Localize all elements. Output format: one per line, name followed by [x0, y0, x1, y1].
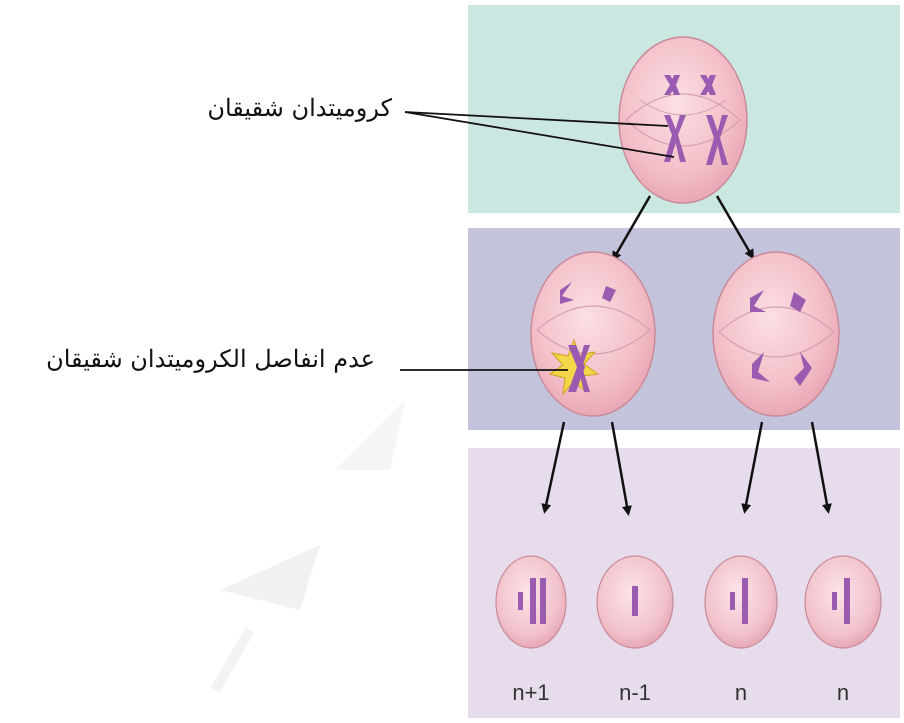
- cell-label: n: [735, 680, 747, 705]
- cell-label: n: [837, 680, 849, 705]
- background-watermark: [215, 400, 405, 690]
- cell-label: n-1: [619, 680, 651, 705]
- nondisjunction-cell: [531, 252, 655, 416]
- parent-cell: [619, 37, 747, 203]
- normal-meiosis-ii-cell: [713, 252, 839, 416]
- cell-label: n+1: [512, 680, 549, 705]
